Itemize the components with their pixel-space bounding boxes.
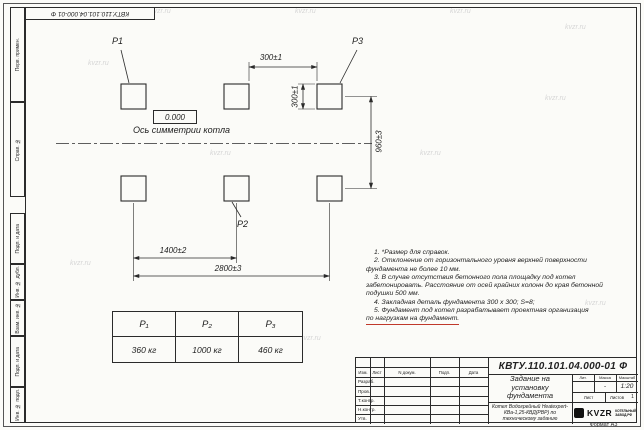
tb-scale-label: Масштаб xyxy=(618,375,636,380)
note-4: 4. Закладная деталь фундамента 300 х 300… xyxy=(374,298,535,306)
tb-sheet-label: Лист xyxy=(583,394,594,400)
load-table: Р₁ Р₂ Р₃ 360 кг 1000 кг 460 кг xyxy=(112,311,303,363)
dimension-300-horizontal: 300±1 xyxy=(259,53,283,62)
sheet-outer-border xyxy=(3,3,641,427)
tb-doc-title: Задание на установку фундамента xyxy=(506,374,554,401)
note-1: 1. *Размер для справок. xyxy=(374,249,450,256)
foundation-pad-bottom-right xyxy=(316,175,343,202)
foundation-pad-top-left xyxy=(120,83,147,110)
tb-lit-label: Лит. xyxy=(579,375,587,380)
tb-col-data: Дата xyxy=(468,369,479,375)
dimension-300-vertical: 300±1 xyxy=(290,85,300,108)
tb-product-description: Котел Водогрейный Heatexpert-КВа-1,25-КВ… xyxy=(492,404,568,422)
foundation-pad-bottom-middle xyxy=(223,175,250,202)
load-table-value-p3: 460 кг xyxy=(258,344,283,355)
watermark: kvzr.ru xyxy=(150,8,171,15)
frame-column-vzam-inv: Взам. инв. № xyxy=(10,300,25,336)
symmetry-axis-label: Ось симметрии котла xyxy=(133,125,231,135)
tb-col-podp: Подп. xyxy=(438,369,451,375)
watermark: kvzr.ru xyxy=(210,150,231,157)
tb-col-ndoc: N докум. xyxy=(398,369,416,375)
frame-column-perv-primen: Перв. примен. xyxy=(10,7,25,102)
dimension-1400: 1400±2 xyxy=(159,246,187,255)
tb-mass-label: Масса xyxy=(599,375,611,380)
watermark: kvzr.ru xyxy=(545,95,566,102)
tb-mass-value: - xyxy=(603,383,607,390)
elevation-value: 0.000 xyxy=(164,112,186,122)
load-point-p1-label: Р1 xyxy=(112,36,124,46)
watermark: kvzr.ru xyxy=(420,150,441,157)
tb-row-utv: Утв. xyxy=(358,416,367,421)
frame-column-podp-data-2: Подп. и дата xyxy=(10,336,25,387)
frame-column-sprav-n: Справ. № xyxy=(10,102,25,197)
drawing-frame xyxy=(25,7,637,423)
corner-designation-stamp: КВТУ.110.101.04.000-01 Ф xyxy=(25,7,155,20)
elevation-mark: 0.000 xyxy=(153,110,197,124)
watermark: kvzr.ru xyxy=(565,24,586,31)
tb-row-nkontr: Н.контр. xyxy=(358,407,376,412)
load-point-p2-label: Р2 xyxy=(237,219,249,229)
watermark: kvzr.ru xyxy=(585,300,606,307)
note-5: 5. Фундамент под котел разрабатывает про… xyxy=(374,306,589,314)
load-table-header-p3: Р₃ xyxy=(239,312,302,337)
tb-col-izm: Изм. xyxy=(358,369,368,375)
foundation-pad-top-right xyxy=(316,83,343,110)
frame-column-podp-data-1: Подп. и дата xyxy=(10,213,25,264)
foundation-pad-bottom-left xyxy=(120,175,147,202)
load-table-value-p2: 1000 кг xyxy=(176,337,239,362)
org-name-line1: КОТЕЛЬНЫЙ xyxy=(615,408,636,413)
leader-lines xyxy=(120,49,358,218)
frame-column-inv-dubl: Инв. № дубл. xyxy=(10,264,25,300)
watermark: kvzr.ru xyxy=(300,335,321,342)
load-table-header-p2: Р₂ xyxy=(176,312,239,337)
foundation-pad-top-middle xyxy=(223,83,250,110)
watermark: kvzr.ru xyxy=(70,260,91,267)
tb-col-list: Лист xyxy=(372,369,382,375)
load-table-value-p1: 360 кг xyxy=(113,337,176,362)
note-3: 3. В случае отсутствия бетонного пола пл… xyxy=(366,273,603,298)
watermark: kvzr.ru xyxy=(450,8,471,15)
watermark: kvzr.ru xyxy=(295,8,316,15)
note-5-underlined: по нагрузкам на фундамент. xyxy=(366,315,460,325)
tb-row-razrab: Разраб. xyxy=(358,379,375,384)
tb-row-tkontr: Т.контр. xyxy=(358,398,375,403)
kvzr-logo-text: KVZR xyxy=(587,408,613,418)
frame-column-inv-podl: Инв. № подл. xyxy=(10,387,25,423)
dimension-960: 960±3 xyxy=(374,130,384,153)
org-name-line2: ЗАВОД.РФ xyxy=(615,413,633,417)
format-label: Формат А3 xyxy=(589,422,618,428)
load-table-header-p1: Р₁ xyxy=(113,312,176,337)
tb-sheets-value: 1 xyxy=(631,394,634,400)
tb-row-prov: Пров. xyxy=(358,388,371,394)
title-block: Изм. Лист N докум. Подп. Дата Разраб. Пр… xyxy=(355,357,638,424)
tb-sheets-label: Листов xyxy=(610,394,624,400)
kvzr-logo-icon xyxy=(574,408,585,418)
tb-designation: КВТУ.110.101.04.000-01 Ф xyxy=(498,360,628,372)
note-2: 2. Отклонение от горизонтального уровня … xyxy=(366,257,587,273)
tb-scale-value: 1:20 xyxy=(620,383,634,390)
organization-logo: KVZR КОТЕЛЬНЫЙ ЗАВОД.РФ xyxy=(572,402,638,424)
watermark: kvzr.ru xyxy=(88,60,109,67)
foundation-pads xyxy=(120,83,343,202)
load-point-p3-label: Р3 xyxy=(352,36,364,46)
dimension-lines xyxy=(132,64,374,279)
dimension-2800: 2800±3 xyxy=(214,264,242,273)
technical-notes: 1. *Размер для справок. 2. Отклонение от… xyxy=(366,249,612,325)
